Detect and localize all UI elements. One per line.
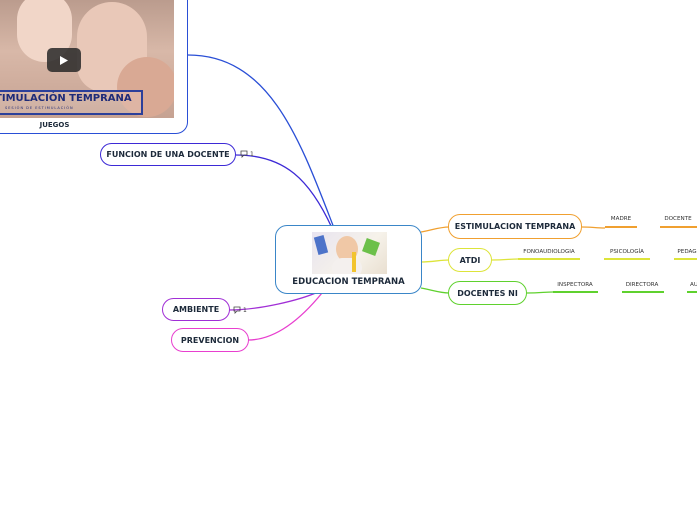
note-indicator-ambiente[interactable]: 1 [233, 306, 247, 314]
palm-shape [117, 57, 174, 117]
subtopic-directora[interactable]: DIRECTORA [625, 282, 659, 288]
link-atdi [420, 259, 450, 263]
sublink-estimulacion [581, 226, 606, 229]
note-indicator-funcion[interactable]: 1 [240, 150, 254, 158]
video-node[interactable]: ESTIMULACIÓN TEMPRANA SESIÓN DE ESTIMULA… [0, 0, 188, 134]
link-estimulacion [420, 226, 450, 233]
play-button[interactable] [47, 48, 81, 72]
video-banner: ESTIMULACIÓN TEMPRANA SESIÓN DE ESTIMULA… [0, 90, 143, 115]
subtopic-underline [604, 258, 650, 260]
topic-label: FUNCION DE UNA DOCENTE [106, 150, 230, 159]
link-prevencion [247, 292, 323, 341]
video-banner-text: ESTIMULACIÓN TEMPRANA [0, 93, 132, 104]
topic-label: DOCENTES NI [457, 288, 518, 298]
sublink-docentes [526, 291, 554, 294]
topic-docentes-ni[interactable]: DOCENTES NI [448, 281, 527, 305]
video-banner-subtext: SESIÓN DE ESTIMULACIÓN [5, 106, 74, 110]
subtopic-psicologia[interactable]: PSICOLOGÍA [609, 249, 645, 255]
play-icon [60, 55, 68, 65]
subtopic-underline [622, 291, 664, 293]
note-count: 1 [250, 150, 254, 158]
comment-icon [240, 150, 248, 158]
topic-atdi[interactable]: ATDI [448, 248, 492, 272]
subtopic-underline [605, 226, 637, 228]
subtopic-madre[interactable]: MADRE [610, 216, 632, 222]
subtopic-underline [687, 291, 697, 293]
subtopic-underline [553, 291, 598, 293]
video-caption: JUEGOS [39, 121, 70, 129]
link-docentes [420, 287, 450, 294]
subtopic-inspectora[interactable]: INSPECTORA [557, 282, 593, 288]
video-thumbnail[interactable]: ESTIMULACIÓN TEMPRANA SESIÓN DE ESTIMULA… [0, 0, 174, 118]
central-topic[interactable]: EDUCACION TEMPRANA [275, 225, 422, 294]
topic-estimulacion-temprana[interactable]: ESTIMULACION TEMPRANA [448, 214, 582, 239]
note-count: 1 [243, 306, 247, 314]
subtopic-underline [660, 226, 697, 228]
subtopic-au[interactable]: AU [690, 282, 697, 288]
subtopic-underline [674, 258, 697, 260]
subtopic-fonoaudiologia[interactable]: FONOAUDIOLOGIA [523, 249, 575, 255]
subtopic-docente[interactable]: DOCENTE [664, 216, 692, 222]
toy-letter-shape [313, 235, 329, 255]
subtopic-pedag[interactable]: PEDAG [677, 249, 697, 255]
topic-label: PREVENCION [180, 335, 240, 345]
subtopic-underline [518, 258, 580, 260]
topic-label: AMBIENTE [172, 305, 220, 314]
comment-icon [233, 306, 241, 314]
toy-block-shape [362, 238, 380, 256]
topic-funcion-docente[interactable]: FUNCION DE UNA DOCENTE [100, 143, 236, 166]
topic-label: ATDI [459, 255, 481, 265]
topic-label: ESTIMULACION TEMPRANA [454, 222, 576, 231]
sublink-atdi [491, 258, 519, 261]
baby-body-shape [332, 258, 362, 274]
toy-stick-shape [352, 252, 356, 272]
topic-ambiente[interactable]: AMBIENTE [162, 298, 230, 321]
central-topic-image [312, 232, 387, 274]
link-video [187, 54, 335, 229]
link-funcion-docente [235, 154, 333, 229]
topic-prevencion[interactable]: PREVENCION [171, 328, 249, 352]
link-ambiente [228, 291, 319, 311]
central-topic-label: EDUCACION TEMPRANA [292, 277, 405, 287]
